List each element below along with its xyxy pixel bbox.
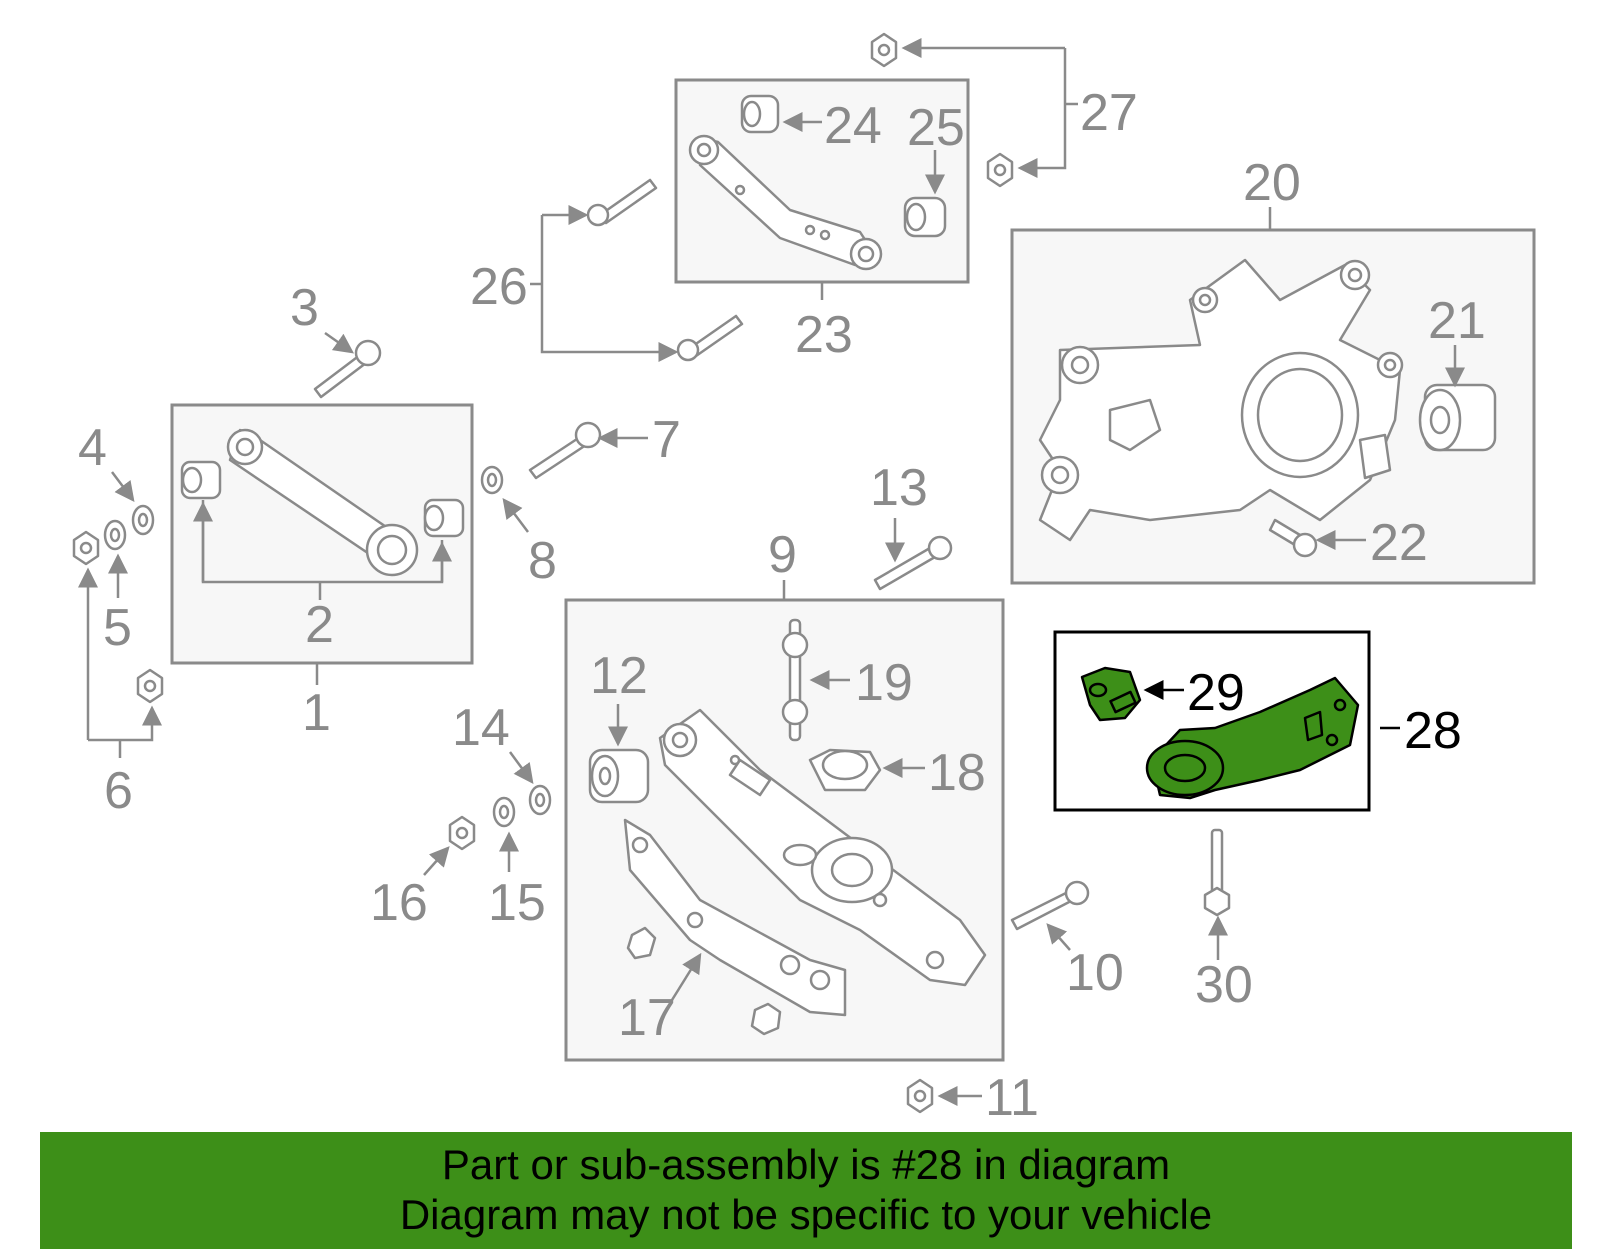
callout-10: 10 xyxy=(1066,944,1124,1002)
part-30-bolt[interactable]: 30 xyxy=(1195,828,1253,1014)
callout-26: 26 xyxy=(470,258,528,316)
callout-7: 7 xyxy=(652,411,681,469)
callout-1: 1 xyxy=(302,684,331,742)
part-15-washer[interactable]: 15 xyxy=(488,796,546,932)
part-2-lateral-link-arm[interactable] xyxy=(180,428,465,577)
callout-25: 25 xyxy=(907,99,965,157)
part-9-lower-arm[interactable] xyxy=(658,708,987,987)
part-6-nut[interactable]: 6 xyxy=(72,530,164,820)
callout-19: 19 xyxy=(855,654,913,712)
callout-16: 16 xyxy=(370,874,428,932)
part-18-spring-seat[interactable]: 18 xyxy=(808,744,986,802)
part-14-washer[interactable]: 14 xyxy=(452,699,552,816)
part-12-bushing[interactable]: 12 xyxy=(588,647,650,804)
callout-6: 6 xyxy=(104,762,133,820)
part-24-bushing[interactable]: 24 xyxy=(740,94,882,155)
part-26-bolt[interactable]: 26 xyxy=(470,178,744,362)
group-23-upper-arm: 24 25 23 xyxy=(674,78,970,364)
part-4-washer[interactable]: 4 xyxy=(78,419,155,536)
part-27-nut[interactable]: 27 xyxy=(870,32,1138,188)
callout-17: 17 xyxy=(618,989,676,1047)
part-20-knuckle[interactable] xyxy=(1038,258,1404,542)
part-23-upper-arm[interactable] xyxy=(688,134,883,271)
group-1-lateral-link: 2 1 xyxy=(170,403,474,742)
group-9-lower-arm: 9 12 19 xyxy=(564,526,1005,1062)
part-10-bolt[interactable]: 10 xyxy=(1010,880,1124,1002)
callout-8: 8 xyxy=(528,532,557,590)
part-16-nut[interactable]: 16 xyxy=(370,815,476,932)
part-11-nut[interactable]: 11 xyxy=(906,1069,1039,1127)
callout-28: 28 xyxy=(1404,702,1462,760)
callout-4: 4 xyxy=(78,419,107,477)
group-20-knuckle: 20 21 22 xyxy=(1010,154,1536,585)
callout-20: 20 xyxy=(1243,154,1301,212)
info-banner: Part or sub-assembly is #28 in diagram D… xyxy=(40,1132,1572,1249)
callout-27: 27 xyxy=(1080,84,1138,142)
banner-line-1: Part or sub-assembly is #28 in diagram xyxy=(441,1141,1171,1188)
callout-14: 14 xyxy=(452,699,510,757)
callout-13: 13 xyxy=(870,459,928,517)
callout-12: 12 xyxy=(590,647,648,705)
part-29-bracket[interactable]: 29 xyxy=(1080,664,1245,722)
callout-15: 15 xyxy=(488,874,546,932)
part-8-washer[interactable]: 8 xyxy=(480,465,557,590)
part-25-bushing[interactable]: 25 xyxy=(903,99,965,238)
callout-11: 11 xyxy=(985,1069,1039,1127)
callout-18: 18 xyxy=(928,744,986,802)
part-3-bolt[interactable]: 3 xyxy=(290,279,382,399)
callout-30: 30 xyxy=(1195,956,1253,1014)
part-28-trailing-arm[interactable] xyxy=(1145,676,1360,800)
part-22-bolt[interactable]: 22 xyxy=(1268,514,1428,572)
callout-9: 9 xyxy=(768,526,797,584)
part-21-bushing[interactable]: 21 xyxy=(1418,292,1497,452)
part-5-washer[interactable]: 5 xyxy=(103,519,132,657)
callout-22: 22 xyxy=(1370,514,1428,572)
callout-29: 29 xyxy=(1187,664,1245,722)
group-1-box xyxy=(170,403,474,665)
part-17-brace[interactable]: 17 xyxy=(618,818,847,1047)
callout-23: 23 xyxy=(795,306,853,364)
part-19-stabilizer-link[interactable]: 19 xyxy=(781,618,913,742)
callout-5: 5 xyxy=(103,599,132,657)
banner-line-2: Diagram may not be specific to your vehi… xyxy=(399,1191,1213,1238)
part-13-bolt[interactable]: 13 xyxy=(870,459,953,591)
callout-24: 24 xyxy=(824,97,882,155)
part-7-bolt[interactable]: 7 xyxy=(528,411,681,480)
callout-3: 3 xyxy=(290,279,319,337)
callout-21: 21 xyxy=(1428,292,1486,350)
callout-2: 2 xyxy=(305,596,334,654)
group-28-trailing-arm: 28 29 xyxy=(1053,630,1462,812)
